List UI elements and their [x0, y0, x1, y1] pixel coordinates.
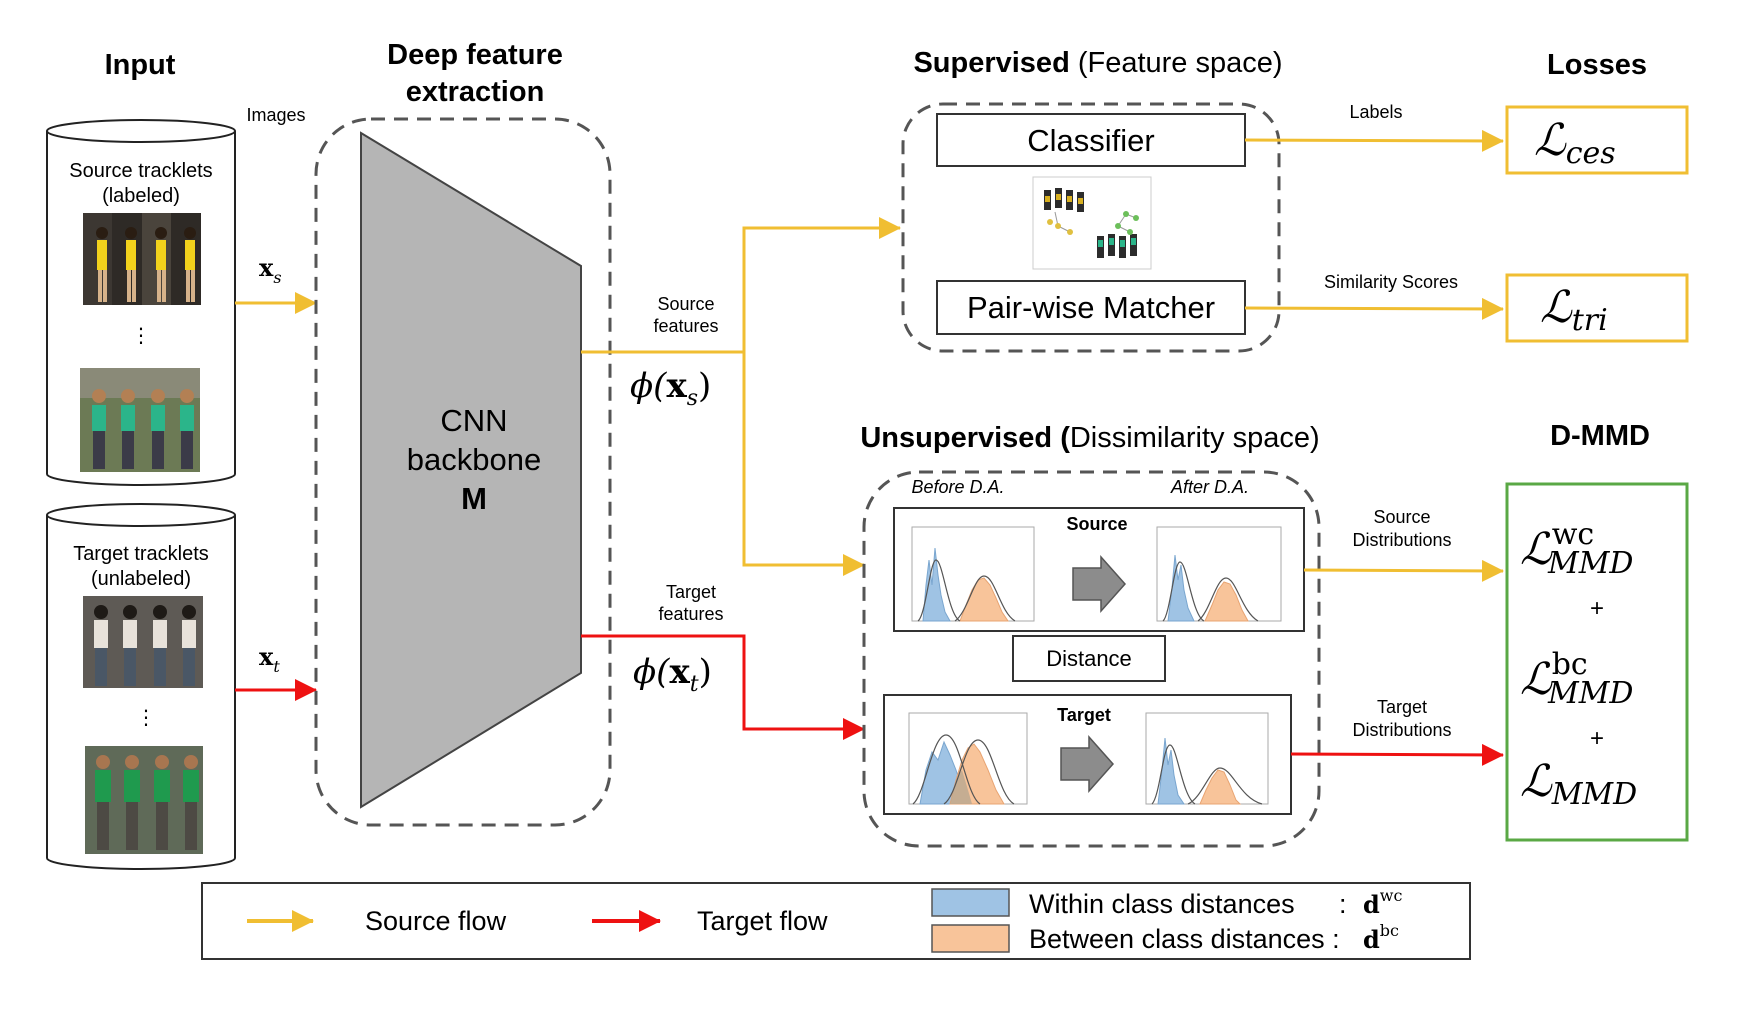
legend-between-symbol: dbc — [1363, 921, 1399, 954]
phi-xs-symbol: ϕ(xs) — [630, 366, 711, 411]
cnn-backbone-trapezoid — [360, 131, 582, 809]
target-tracklet-strip-1 — [83, 596, 203, 688]
legend-within-label: Within class distances — [1029, 889, 1295, 919]
target-da-arrow — [1060, 735, 1115, 793]
source-tracklets-label: Source tracklets — [69, 160, 212, 182]
unsupervised-dashed-box — [862, 470, 1321, 848]
supervised-header: Supervised (Feature space) — [913, 47, 1282, 79]
loss-wc-formula: ℒwc — [1520, 517, 1594, 575]
source-ellipsis: ⋮ — [131, 325, 151, 347]
loss-tri-box — [1505, 273, 1689, 343]
source-distributions-label-line2: Distributions — [1352, 530, 1451, 550]
classifier-box — [936, 113, 1246, 167]
target-features-label-line1: Target — [666, 582, 716, 602]
target-features-label-line2: features — [658, 604, 723, 624]
loss-bc-formula: ℒbc — [1520, 647, 1588, 705]
source-tracklets-sublabel: (labeled) — [102, 185, 180, 207]
legend-within-swatch — [931, 888, 1010, 917]
legend-within-symbol: dwc — [1363, 886, 1402, 919]
legend-box — [201, 882, 1471, 960]
target-distributions-label-line2: Distributions — [1352, 720, 1451, 740]
images-label: Images — [246, 105, 305, 125]
target-feature-line — [581, 634, 865, 740]
source-tracklet-strip-2 — [80, 368, 200, 472]
after-da-label: After D.A. — [1170, 477, 1249, 497]
extraction-dashed-box — [314, 117, 612, 827]
source-before-histogram — [911, 526, 1035, 622]
loss-tri-formula: ℒtri — [1540, 282, 1608, 338]
plus-sign-2: + — [1590, 725, 1604, 752]
source-distributions-label-line1: Source — [1373, 507, 1430, 527]
losses-header: Losses — [1547, 49, 1647, 81]
extraction-header-line1: Deep feature — [387, 39, 563, 71]
loss-mmd-formula: ℒMMD — [1520, 756, 1637, 812]
classifier-label: Classifier — [1027, 123, 1154, 158]
source-features-label-line2: features — [653, 316, 718, 336]
similarity-label: Similarity Scores — [1324, 272, 1458, 292]
labels-label: Labels — [1349, 102, 1402, 122]
labels-arrow — [1244, 129, 1504, 152]
target-ellipsis: ⋮ — [136, 707, 156, 729]
xs-symbol: xs — [259, 253, 282, 287]
backbone-label-line1: CNN — [440, 403, 507, 438]
loss-ces-formula: ℒces — [1534, 115, 1616, 171]
loss-bc-subscript: MMD — [1547, 676, 1634, 711]
target-distributions-arrow — [1290, 743, 1504, 766]
target-distributions-label-line1: Target — [1377, 697, 1427, 717]
source-da-arrow — [1072, 555, 1127, 613]
target-tracklets-sublabel: (unlabeled) — [91, 568, 191, 590]
legend-between-swatch — [931, 924, 1010, 953]
legend-target-flow-label: Target flow — [697, 906, 828, 936]
triplet-illustration — [1032, 176, 1152, 270]
legend-within-colon: : — [1339, 889, 1347, 919]
backbone-label-line2: backbone — [407, 442, 541, 477]
target-before-histogram — [908, 712, 1028, 805]
loss-ces-box — [1505, 105, 1689, 175]
target-panel-title: Target — [1057, 705, 1111, 725]
supervised-dashed-box — [901, 102, 1281, 353]
source-after-histogram — [1156, 526, 1282, 622]
similarity-arrow — [1244, 297, 1504, 320]
target-after-histogram — [1145, 712, 1269, 805]
distance-label: Distance — [1046, 646, 1132, 671]
legend-source-flow-label: Source flow — [365, 906, 507, 936]
dmmd-box — [1505, 482, 1689, 842]
unsupervised-header: Unsupervised (Dissimilarity space) — [860, 422, 1319, 454]
phi-xt-symbol: ϕ(xt) — [633, 652, 712, 697]
dmmd-header: D-MMD — [1550, 420, 1650, 452]
source-feature-line — [581, 217, 901, 354]
legend-between-label: Between class distances : — [1029, 924, 1340, 954]
before-da-label: Before D.A. — [911, 477, 1004, 497]
target-tracklets-label: Target tracklets — [73, 543, 209, 565]
loss-wc-subscript: MMD — [1547, 546, 1634, 581]
matcher-label: Pair-wise Matcher — [967, 290, 1215, 325]
source-features-label-line1: Source — [657, 294, 714, 314]
source-to-unsupervised-line — [742, 352, 865, 576]
plus-sign-1: + — [1590, 595, 1604, 622]
source-distributions-arrow — [1303, 559, 1504, 582]
matcher-box — [936, 280, 1246, 335]
input-header: Input — [105, 49, 176, 81]
extraction-header-line2: extraction — [406, 76, 545, 108]
xt-symbol: xt — [259, 642, 280, 676]
source-panel-title: Source — [1066, 514, 1127, 534]
backbone-label-line3: M — [461, 481, 487, 516]
distance-box — [1012, 635, 1166, 682]
source-tracklet-strip-1 — [83, 213, 201, 305]
target-tracklet-strip-2 — [85, 746, 203, 854]
